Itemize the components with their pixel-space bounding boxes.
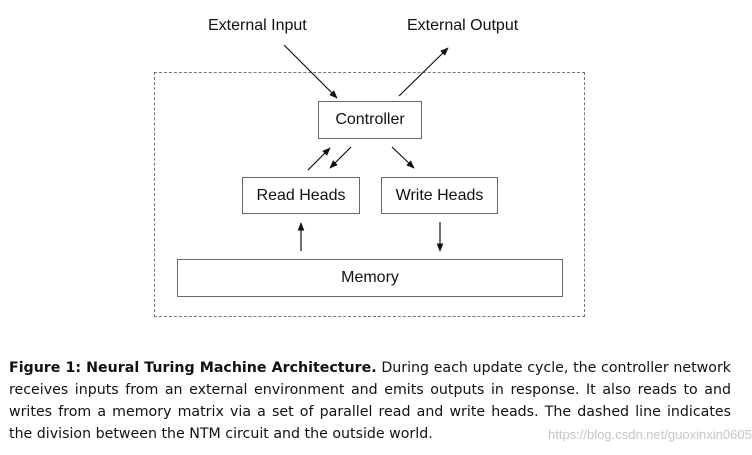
controller-to-output-arrow — [398, 47, 449, 97]
controller-node: Controller — [318, 101, 422, 139]
caption-text: During each update cycle, the controller… — [9, 360, 731, 442]
figure-caption: Figure 1: Neural Turing Machine Architec… — [9, 357, 731, 445]
ntm-circuit-boundary — [154, 72, 585, 317]
memory-label: Memory — [341, 269, 399, 286]
read-heads-label: Read Heads — [256, 186, 346, 204]
controller-label: Controller — [335, 111, 405, 128]
controller-to-write-heads-arrow — [391, 146, 415, 169]
write-heads-node: Write Heads — [381, 177, 498, 214]
memory-node: Memory — [177, 259, 563, 297]
write-heads-label: Write Heads — [395, 186, 484, 204]
watermark-text: https://blog.csdn.net/guoxinxin0605 — [548, 427, 752, 442]
caption-label: Figure 1: Neural Turing Machine Architec… — [9, 360, 377, 376]
external-output-label: External Output — [407, 17, 519, 34]
controller-to-read-heads-arrow — [329, 146, 352, 169]
input-to-controller-arrow — [283, 44, 338, 99]
read-heads-node: Read Heads — [242, 177, 360, 214]
external-input-label: External Input — [208, 17, 307, 34]
read-heads-to-controller-arrow — [307, 147, 331, 171]
